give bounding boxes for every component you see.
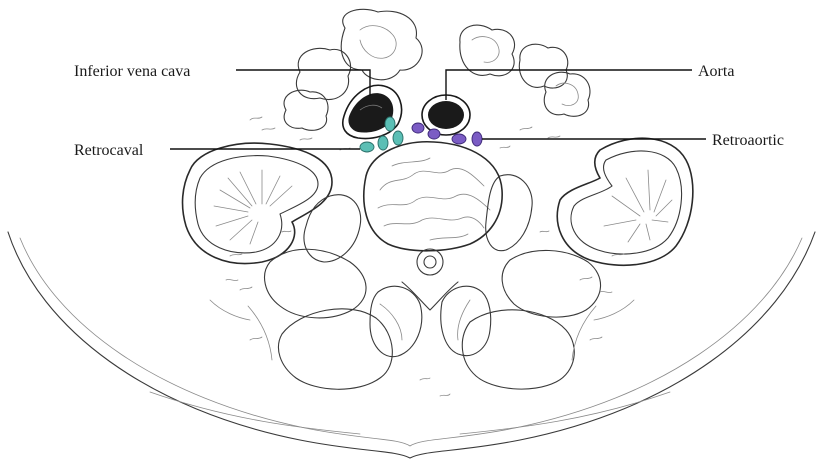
retroaortic-node: [412, 123, 424, 133]
kidney-left-image: [183, 143, 332, 263]
retroaortic-node: [428, 129, 440, 139]
retrocaval-label: Retrocaval: [74, 142, 144, 159]
retrocaval-node: [385, 117, 395, 131]
inferior-vena-cava: [343, 85, 402, 138]
muscles: [265, 175, 601, 357]
aorta-leader: [446, 70, 692, 100]
aorta: [422, 95, 470, 135]
retrocaval-node: [378, 136, 388, 150]
vertebral-body: [364, 142, 502, 275]
aorta-lumen: [428, 101, 464, 129]
retrocaval-node: [393, 131, 403, 145]
retrocaval-node: [360, 142, 374, 152]
ivc-label: Inferior vena cava: [74, 63, 190, 80]
body-wall: [8, 232, 815, 458]
kidney-right-image: [557, 138, 693, 265]
ivc-leader: [236, 70, 370, 96]
retroaortic-label: Retroaortic: [712, 132, 784, 149]
retroaortic-node: [472, 132, 482, 146]
aorta-label: Aorta: [698, 63, 734, 80]
retroaortic-node: [452, 134, 466, 144]
